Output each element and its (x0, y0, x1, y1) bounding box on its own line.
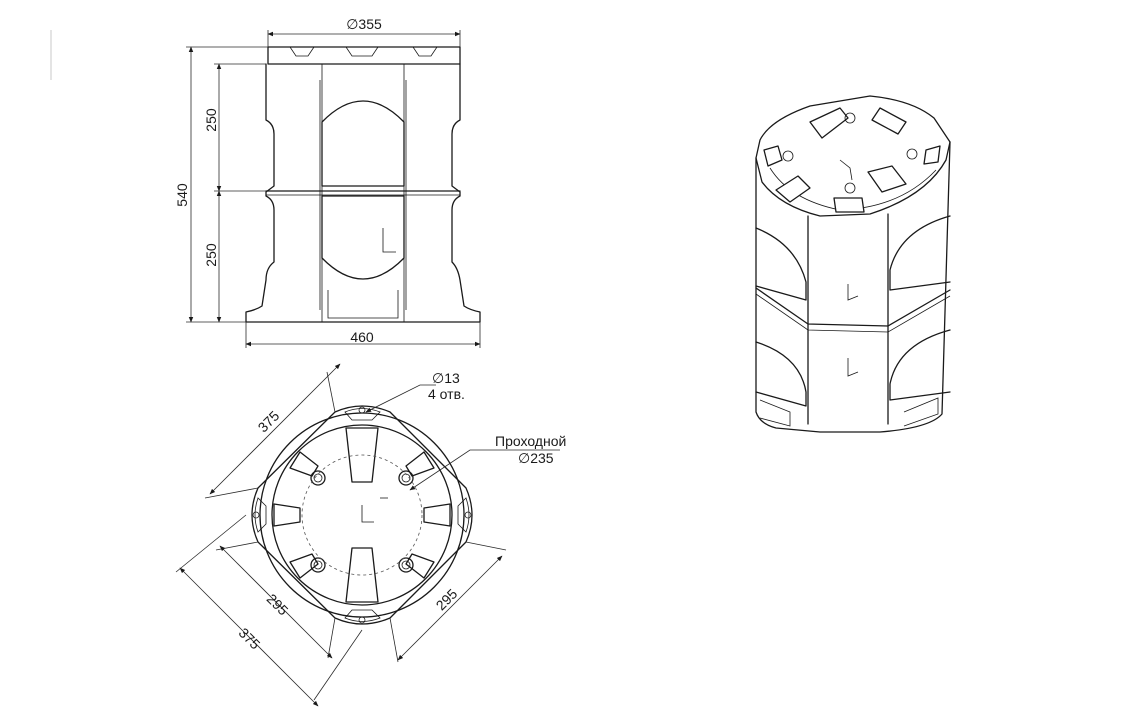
mount-hole (358, 406, 366, 414)
iso-mid-seam (755, 287, 951, 327)
passage-circle (301, 454, 423, 576)
body-outline (245, 63, 481, 323)
dim-top-diameter: ∅355 (346, 16, 382, 32)
dim-total-height: 540 (174, 183, 190, 207)
dim-outer-bottom-left: 375 (236, 625, 264, 653)
iso-lid-features (763, 107, 941, 213)
plan-axis-marker (361, 505, 374, 523)
hole-diameter-label: ∅13 (432, 370, 460, 386)
dim-base-width: 460 (350, 329, 374, 345)
iso-edges (807, 213, 889, 425)
iso-lid (755, 95, 951, 217)
dim-inner-bottom-left: 295 (264, 591, 292, 619)
dim-lower-height: 250 (203, 243, 219, 267)
hole-count-label: 4 отв. (428, 386, 465, 402)
ribs (321, 64, 405, 322)
iso-body (755, 141, 951, 433)
iso-axis-marker (847, 284, 859, 301)
iso-openings (755, 215, 951, 427)
hole-leader (365, 384, 436, 413)
dim-inner-bottom-right: 295 (433, 585, 461, 613)
body-ring (259, 412, 465, 618)
lower-opening (321, 195, 405, 280)
plan-view: 375 295 375 295 ∅13 4 отв. Проходной ∅23… (175, 363, 566, 707)
dim-upper-height: 250 (203, 108, 219, 132)
passage-label: Проходной (495, 433, 566, 449)
passage-diameter-label: ∅235 (518, 450, 554, 466)
upper-opening (321, 100, 405, 187)
lid-notches (289, 46, 438, 57)
isometric-view (755, 95, 951, 433)
axis-marker (382, 228, 396, 253)
passage-leader (409, 449, 560, 491)
front-view: ∅355 540 250 250 460 (174, 16, 481, 348)
dim-side-top-left: 375 (255, 407, 283, 435)
